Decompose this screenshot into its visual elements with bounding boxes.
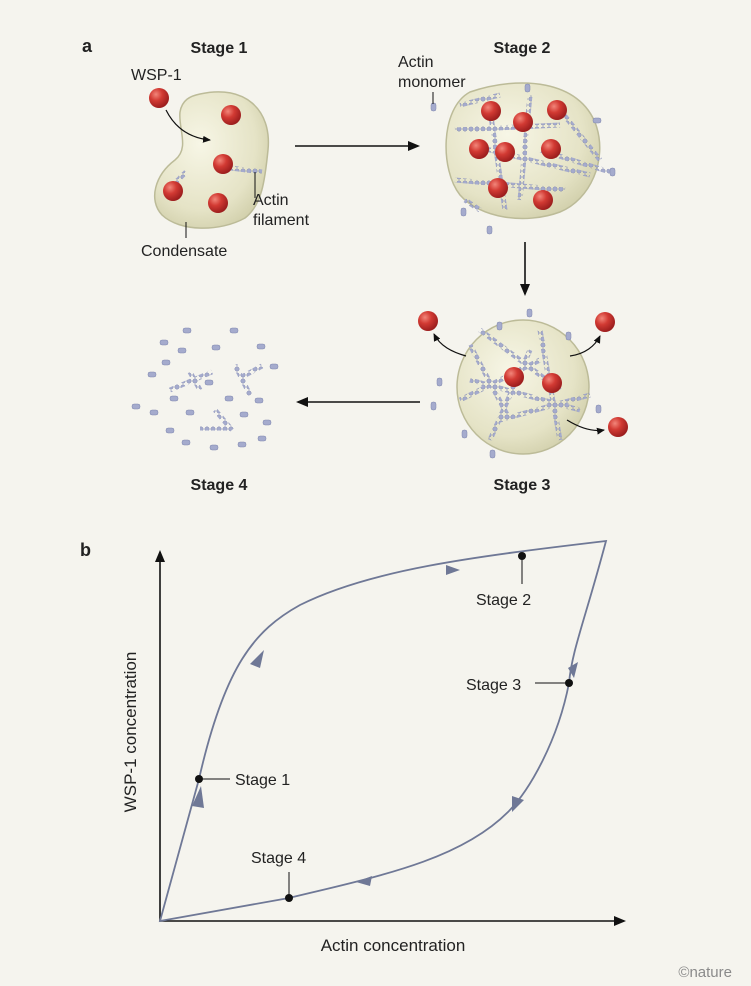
stage1-title: Stage 1 bbox=[191, 40, 248, 57]
stage1-point-label: Stage 1 bbox=[235, 772, 290, 789]
panel-b-letter: b bbox=[80, 540, 91, 560]
stage3-condensate bbox=[430, 308, 602, 459]
stage2-condensate bbox=[430, 82, 616, 235]
actin-monomer-label-line1: Actin bbox=[398, 54, 434, 71]
stage3-released-wsp1 bbox=[418, 311, 628, 437]
stage3-title: Stage 3 bbox=[494, 477, 551, 494]
stage2-point-label: Stage 2 bbox=[476, 592, 531, 609]
nature-credit: ©nature bbox=[678, 964, 732, 981]
stage1-condensate bbox=[153, 91, 270, 229]
stage4-dispersed-actin bbox=[131, 327, 279, 451]
actin-filament-label-line1: Actin bbox=[253, 192, 289, 209]
panel-a-letter: a bbox=[82, 36, 93, 56]
plot-axes bbox=[155, 550, 626, 926]
wsp1-label: WSP-1 bbox=[131, 67, 182, 84]
x-axis-label: Actin concentration bbox=[321, 936, 466, 955]
y-axis-label: WSP-1 concentration bbox=[121, 652, 140, 813]
stage4-title: Stage 4 bbox=[191, 477, 248, 494]
cycle-curve bbox=[158, 539, 608, 923]
actin-monomer-label-line2: monomer bbox=[398, 74, 466, 91]
cycle-direction-arrows bbox=[192, 565, 578, 886]
stage2-title: Stage 2 bbox=[494, 40, 551, 57]
stage4-point-label: Stage 4 bbox=[251, 850, 306, 867]
actin-filament-label-line2: filament bbox=[253, 212, 310, 229]
stage3-point-label: Stage 3 bbox=[466, 677, 521, 694]
wsp1-free-molecule bbox=[149, 88, 211, 143]
condensate-label: Condensate bbox=[141, 243, 227, 260]
